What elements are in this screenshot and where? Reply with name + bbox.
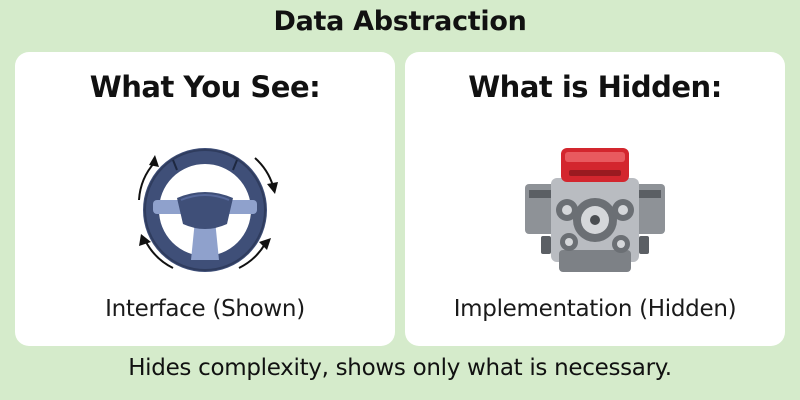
steering-wheel-icon	[138, 148, 278, 272]
implementation-heading: What is Hidden:	[468, 70, 722, 104]
engine-icon	[525, 148, 665, 272]
implementation-caption: Implementation (Hidden)	[453, 296, 737, 322]
diagram-title: Data Abstraction	[273, 6, 527, 37]
summary-footer: Hides complexity, shows only what is nec…	[128, 355, 672, 381]
implementation-panel: What is Hidden: Implementation (Hidden)	[405, 52, 785, 346]
interface-caption: Interface (Shown)	[105, 296, 305, 322]
interface-heading: What You See:	[89, 70, 321, 104]
interface-panel: What You See: Interface (Shown)	[15, 52, 395, 346]
